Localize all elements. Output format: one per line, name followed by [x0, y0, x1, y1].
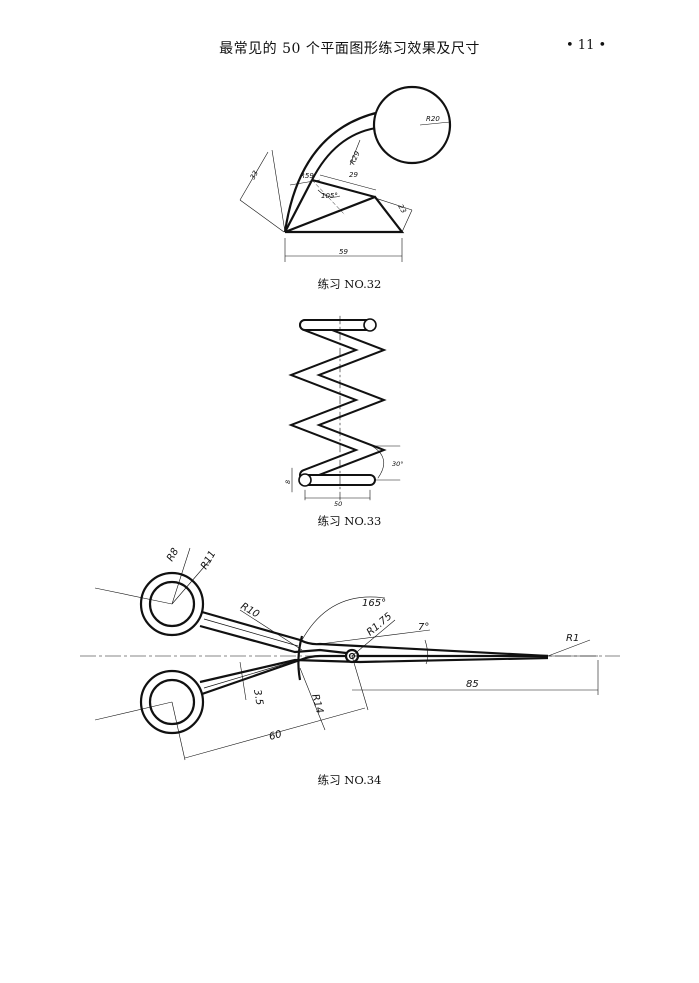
dim-label: 105°	[321, 192, 338, 200]
dim-label: 23	[396, 203, 407, 215]
dim-label: 3.5	[251, 689, 265, 707]
dim-label: 30°	[392, 460, 404, 468]
dim-label: 165°	[362, 598, 386, 609]
page-header-title: 最常见的 50 个平面图形练习效果及尺寸	[219, 41, 480, 57]
dim-label: R8	[165, 546, 181, 563]
dim-label: R1.75	[365, 611, 394, 638]
figure-33-caption: 练习 NO.33	[317, 514, 382, 528]
figure-32-caption: 练习 NO.32	[317, 277, 382, 291]
dim-label: R10	[239, 601, 262, 620]
figure-34-caption: 练习 NO.34	[317, 773, 382, 787]
dim-label: R59	[300, 172, 314, 180]
dim-label: 33	[249, 169, 260, 181]
dim-label: R11	[199, 549, 218, 572]
dim-label: 60	[268, 729, 283, 743]
dim-label: 29	[349, 171, 358, 179]
dim-label: R14	[309, 693, 325, 715]
dim-label: R1	[566, 633, 579, 644]
dim-label: 85	[466, 679, 479, 690]
page-number: • 11 •	[566, 38, 607, 53]
dim-label: R20	[426, 115, 440, 123]
dim-label: 7°	[418, 622, 429, 633]
dim-label: 59	[339, 248, 348, 256]
dim-label: 50	[334, 500, 342, 508]
dim-label: 8	[284, 480, 292, 484]
